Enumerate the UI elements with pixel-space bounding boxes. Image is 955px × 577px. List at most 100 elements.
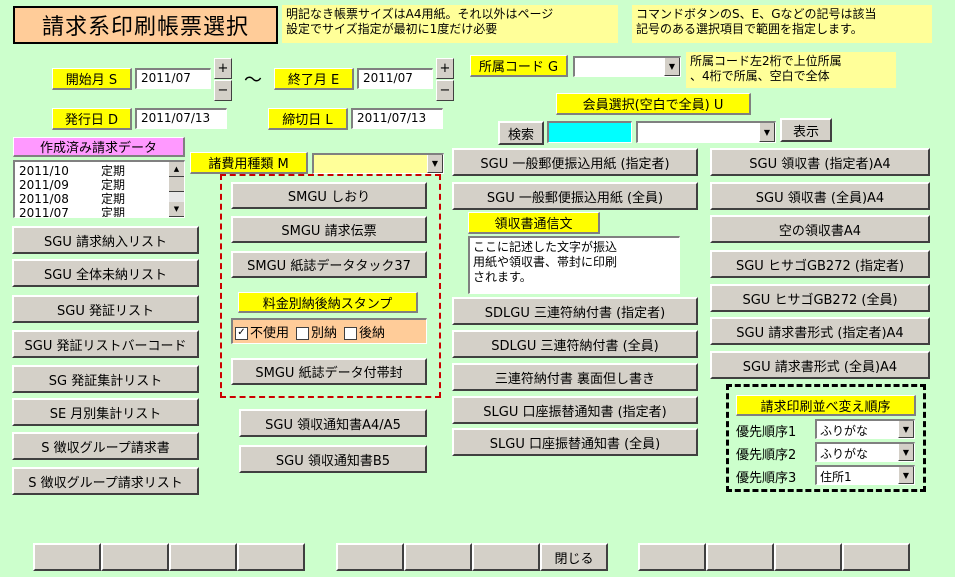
list-item[interactable]: 2011/09 bbox=[19, 178, 69, 192]
chevron-down-icon[interactable]: ▼ bbox=[898, 421, 914, 438]
smgu-bookmark-button[interactable]: SMGU しおり bbox=[231, 182, 427, 209]
sgu-issuance-barcode-list-button[interactable]: SGU 発証リストバーコード bbox=[12, 330, 199, 358]
sgu-overall-unpaid-list-button[interactable]: SGU 全体未納リスト bbox=[12, 259, 199, 287]
sgu-receipt-all-a4-button[interactable]: SGU 領収書 (全員)A4 bbox=[710, 182, 930, 210]
sgu-invoice-format-designated-a4-button[interactable]: SGU 請求書形式 (指定者)A4 bbox=[710, 317, 930, 345]
sort-priority-1-label: 優先順序1 bbox=[736, 425, 797, 440]
list-item-month: 2011/10 bbox=[19, 164, 69, 178]
paper-size-note-line1: 明記なき帳票サイズはA4用紙。それ以外はページ bbox=[286, 7, 554, 21]
scroll-thumb[interactable] bbox=[169, 177, 184, 192]
sg-issuance-summary-list-button[interactable]: SG 発証集計リスト bbox=[12, 365, 199, 393]
start-month-label: 開始月 S bbox=[52, 68, 132, 90]
function-key-9-button[interactable] bbox=[638, 543, 706, 571]
sgu-invoice-format-all-a4-button[interactable]: SGU 請求書形式 (全員)A4 bbox=[710, 351, 930, 379]
list-item-month: 2011/09 bbox=[19, 178, 69, 192]
chevron-down-icon[interactable]: ▼ bbox=[427, 155, 443, 173]
start-month-field[interactable]: 2011/07 bbox=[135, 68, 211, 89]
created-data-list[interactable]: 2011/10 定期 2011/09 定期 2011/08 定期 2011/07… bbox=[13, 160, 185, 218]
sgu-billing-payment-list-button[interactable]: SGU 請求納入リスト bbox=[12, 226, 199, 254]
end-month-plus-button[interactable]: + bbox=[436, 58, 454, 79]
smgu-journal-data-band-button[interactable]: SMGU 紙誌データ付帯封 bbox=[231, 358, 427, 385]
triple-payment-slip-back-note-button[interactable]: 三連符納付書 裏面但し書き bbox=[452, 363, 698, 391]
list-item-type: 定期 bbox=[101, 178, 126, 192]
sgu-receipt-notice-a4a5-button[interactable]: SGU 領収通知書A4/A5 bbox=[239, 409, 427, 437]
sort-priority-3-combo[interactable]: 住所1 ▼ bbox=[815, 465, 915, 485]
function-key-3-button[interactable] bbox=[169, 543, 237, 571]
receipt-message-label: 領収書通信文 bbox=[468, 212, 600, 234]
sort-priority-3-value: 住所1 bbox=[820, 470, 852, 484]
close-button[interactable]: 閉じる bbox=[540, 543, 608, 571]
range-tilde: 〜 bbox=[244, 70, 262, 91]
sort-priority-3-label: 優先順序3 bbox=[736, 471, 797, 486]
sort-priority-2-combo[interactable]: ふりがな ▼ bbox=[815, 442, 915, 462]
slgu-account-transfer-notice-all-button[interactable]: SLGU 口座振替通知書 (全員) bbox=[452, 428, 698, 456]
start-month-minus-button[interactable]: − bbox=[214, 80, 232, 101]
list-item-month: 2011/07 bbox=[19, 206, 69, 218]
paper-size-note: 明記なき帳票サイズはA4用紙。それ以外はページ 設定でサイズ指定が最初に1度だけ… bbox=[282, 5, 618, 43]
chevron-down-icon[interactable]: ▼ bbox=[898, 467, 914, 484]
function-key-12-button[interactable] bbox=[842, 543, 910, 571]
sdlgu-triple-payment-slip-all-button[interactable]: SDLGU 三連符納付書 (全員) bbox=[452, 330, 698, 358]
list-item[interactable]: 2011/10 bbox=[19, 164, 69, 178]
show-button[interactable]: 表示 bbox=[780, 118, 832, 142]
list-item-month: 2011/08 bbox=[19, 192, 69, 206]
list-item[interactable]: 2011/07 bbox=[19, 206, 69, 218]
function-key-7-button[interactable] bbox=[472, 543, 540, 571]
sgu-receipt-designated-a4-button[interactable]: SGU 領収書 (指定者)A4 bbox=[710, 148, 930, 176]
affiliation-code-note-line1: 所属コード左2桁で上位所属 bbox=[690, 54, 842, 68]
function-key-10-button[interactable] bbox=[706, 543, 774, 571]
smgu-journal-data-tack37-button[interactable]: SMGU 紙誌データタック37 bbox=[231, 251, 427, 278]
se-monthly-summary-list-button[interactable]: SE 月別集計リスト bbox=[12, 398, 199, 426]
stamp-option-deferred[interactable]: 後納 bbox=[344, 322, 385, 341]
member-search-input[interactable] bbox=[547, 121, 632, 143]
fee-type-combo[interactable]: ▼ bbox=[312, 153, 444, 174]
function-key-11-button[interactable] bbox=[774, 543, 842, 571]
sdlgu-triple-payment-slip-designated-button[interactable]: SDLGU 三連符納付書 (指定者) bbox=[452, 297, 698, 325]
function-key-6-button[interactable] bbox=[404, 543, 472, 571]
sgu-hisago-gb272-designated-button[interactable]: SGU ヒサゴGB272 (指定者) bbox=[710, 250, 930, 278]
scroll-down-icon[interactable]: ▼ bbox=[169, 202, 184, 217]
s-collection-group-invoice-button[interactable]: S 徴収グループ請求書 bbox=[12, 432, 199, 460]
search-button[interactable]: 検索 bbox=[498, 121, 544, 145]
smgu-invoice-slip-button[interactable]: SMGU 請求伝票 bbox=[231, 216, 427, 243]
checkbox-icon[interactable] bbox=[296, 327, 310, 340]
function-key-4-button[interactable] bbox=[237, 543, 305, 571]
stamp-option-separate[interactable]: 別納 bbox=[296, 322, 337, 341]
issue-date-field[interactable]: 2011/07/13 bbox=[135, 108, 227, 129]
chevron-down-icon[interactable]: ▼ bbox=[664, 58, 680, 76]
created-data-label: 作成済み請求データ bbox=[13, 137, 185, 157]
postage-stamp-label: 料金別納後納スタンプ bbox=[238, 292, 418, 313]
member-select-label: 会員選択(空白で全員) U bbox=[556, 93, 751, 115]
scroll-up-icon[interactable]: ▲ bbox=[169, 162, 184, 177]
command-symbol-note-line2: 記号のある選択項目で範囲を指定します。 bbox=[636, 22, 863, 36]
checkbox-icon[interactable] bbox=[344, 327, 358, 340]
sgu-postal-transfer-form-all-button[interactable]: SGU 一般郵便振込用紙 (全員) bbox=[452, 182, 698, 210]
chevron-down-icon[interactable]: ▼ bbox=[898, 444, 914, 461]
closing-date-field[interactable]: 2011/07/13 bbox=[351, 108, 443, 129]
member-combo[interactable]: ▼ bbox=[636, 121, 776, 143]
list-scrollbar[interactable]: ▲ ▼ bbox=[169, 162, 184, 217]
function-key-1-button[interactable] bbox=[33, 543, 101, 571]
sgu-postal-transfer-form-designated-button[interactable]: SGU 一般郵便振込用紙 (指定者) bbox=[452, 148, 698, 176]
function-key-5-button[interactable] bbox=[336, 543, 404, 571]
function-key-2-button[interactable] bbox=[101, 543, 169, 571]
sgu-receipt-notice-b5-button[interactable]: SGU 領収通知書B5 bbox=[239, 445, 427, 473]
stamp-option-unused[interactable]: ✓不使用 bbox=[235, 322, 289, 341]
affiliation-code-combo[interactable]: ▼ bbox=[573, 56, 681, 77]
slgu-account-transfer-notice-designated-button[interactable]: SLGU 口座振替通知書 (指定者) bbox=[452, 396, 698, 424]
issue-date-label: 発行日 D bbox=[52, 108, 132, 130]
end-month-field[interactable]: 2011/07 bbox=[357, 68, 433, 89]
end-month-minus-button[interactable]: − bbox=[436, 80, 454, 101]
start-month-plus-button[interactable]: + bbox=[214, 58, 232, 79]
s-collection-group-invoice-list-button[interactable]: S 徴収グループ請求リスト bbox=[12, 467, 199, 495]
list-item-type: 定期 bbox=[101, 192, 126, 206]
sgu-hisago-gb272-all-button[interactable]: SGU ヒサゴGB272 (全員) bbox=[710, 284, 930, 312]
blank-receipt-a4-button[interactable]: 空の領収書A4 bbox=[710, 215, 930, 243]
checkbox-checked-icon[interactable]: ✓ bbox=[235, 327, 248, 340]
chevron-down-icon[interactable]: ▼ bbox=[759, 123, 775, 142]
sgu-issuance-list-button[interactable]: SGU 発証リスト bbox=[12, 295, 199, 323]
list-item[interactable]: 2011/08 bbox=[19, 192, 69, 206]
stamp-option-label: 不使用 bbox=[250, 326, 290, 341]
sort-priority-1-combo[interactable]: ふりがな ▼ bbox=[815, 419, 915, 439]
receipt-message-textarea[interactable]: ここに記述した文字が振込 用紙や領収書、帯封に印刷 されます。 bbox=[468, 236, 680, 294]
